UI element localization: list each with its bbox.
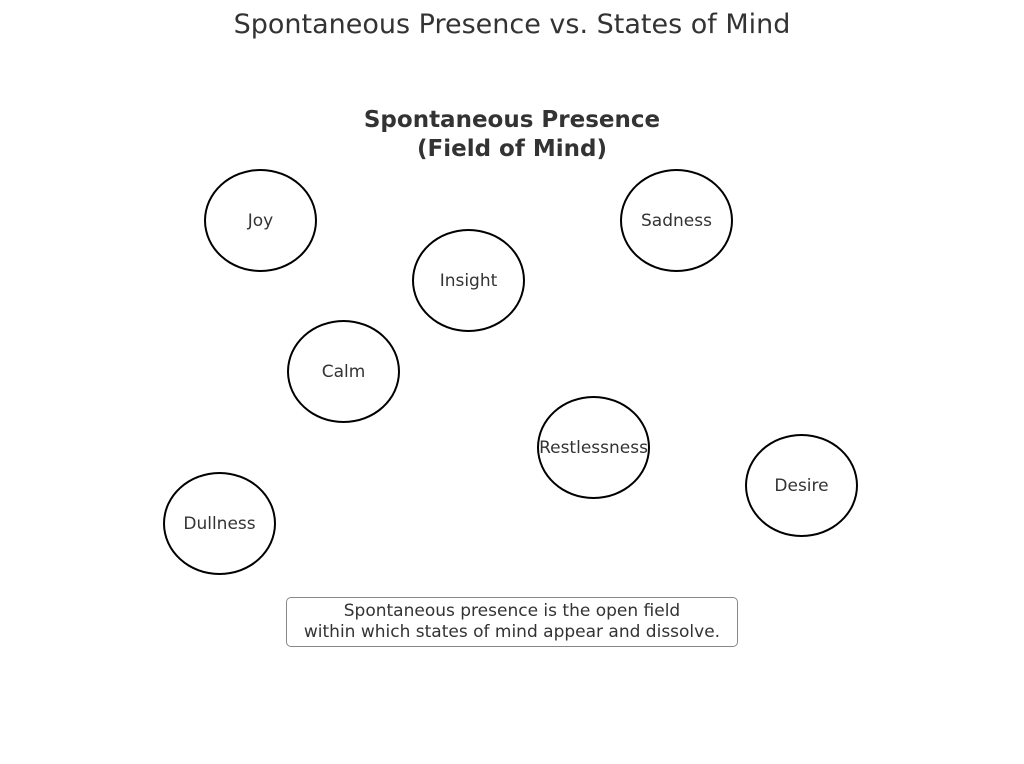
field-title: Spontaneous Presence (Field of Mind)	[363, 107, 661, 162]
state-label-calm: Calm	[321, 361, 366, 382]
state-label-dullness: Dullness	[183, 513, 256, 534]
state-node-dullness: Dullness	[163, 472, 276, 575]
caption-box: Spontaneous presence is the open field w…	[286, 597, 738, 647]
state-label-restlessness: Restlessness	[539, 437, 648, 458]
state-node-calm: Calm	[287, 320, 400, 423]
state-label-insight: Insight	[439, 270, 498, 291]
state-node-restlessness: Restlessness	[537, 396, 650, 499]
state-label-joy: Joy	[247, 210, 274, 231]
state-node-sadness: Sadness	[620, 169, 733, 272]
state-label-desire: Desire	[774, 475, 829, 496]
state-label-sadness: Sadness	[641, 210, 712, 231]
state-node-insight: Insight	[412, 229, 525, 332]
state-node-joy: Joy	[204, 169, 317, 272]
page-title: Spontaneous Presence vs. States of Mind	[233, 9, 791, 40]
state-node-desire: Desire	[745, 434, 858, 537]
